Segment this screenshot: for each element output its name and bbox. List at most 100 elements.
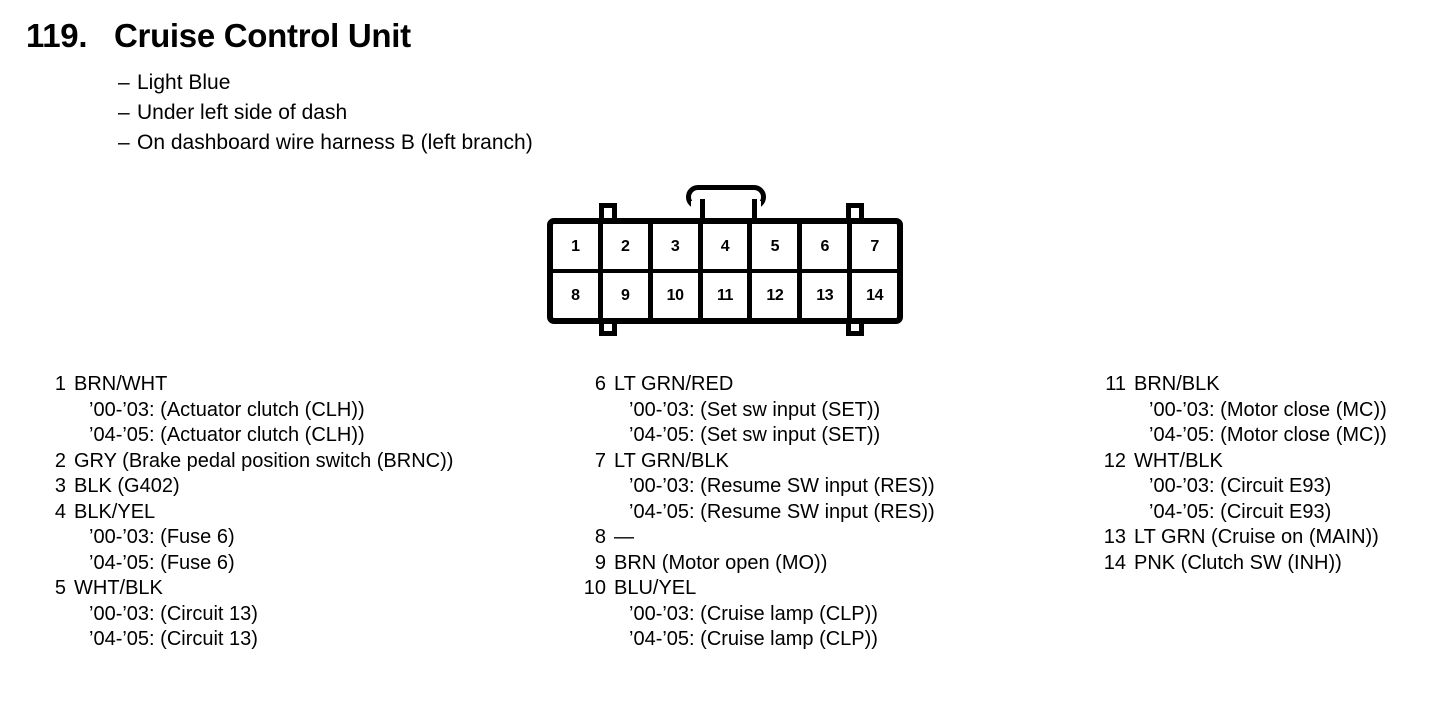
pin-number: 7 <box>594 449 606 472</box>
note-text: On dashboard wire harness B (left branch… <box>137 131 533 154</box>
tab-mask-top-right <box>851 213 859 220</box>
pin-number: 12 <box>1103 449 1126 472</box>
pin-entry: 7 LT GRN/BLK ’00-’03: (Resume SW input (RE… <box>580 449 1100 526</box>
pin-year-note: ’00-’03: (Circuit 13) <box>89 602 258 625</box>
pin-wire-label: BRN (Motor open (MO)) <box>614 551 828 574</box>
connector-pin-cell: 2 <box>603 224 653 269</box>
pin-entry-main: 11 BRN/BLK <box>1100 372 1440 398</box>
pin-entry-main: 13 LT GRN (Cruise on (MAIN)) <box>1100 525 1440 551</box>
connector-pin-cell: 14 <box>866 286 884 304</box>
pin-number: 3 <box>54 475 66 497</box>
pin-entry: 5 WHT/BLK ’00-’03: (Circuit 13) ’04-’05: (C… <box>40 576 560 653</box>
pin-number: 9 <box>594 551 606 574</box>
connector-pin-cell: 13 <box>802 273 853 318</box>
pin-entry: 1 BRN/WHT ’00-’03: (Actuator clutch (CLH))… <box>40 372 560 449</box>
pin-year-note: ’00-’03: (Resume SW input (RES)) <box>629 475 935 497</box>
pin-year-note: ’04-’05: (Fuse 6) <box>89 551 235 574</box>
section-number: 119. <box>26 17 88 54</box>
connector-pin-cell: 1 <box>553 224 603 269</box>
connector-pin-cell: 8 <box>553 273 603 318</box>
pin-number: 5 <box>54 577 66 599</box>
pin-number: 1 <box>54 373 66 395</box>
connector-pin-cell: 12 <box>752 273 803 318</box>
pin-year-note: ’04-’05: (Resume SW input (RES)) <box>629 500 935 523</box>
pin-year-note: ’04-’05: (Motor close (MC)) <box>1149 424 1387 446</box>
tab-mask-top-left <box>604 213 612 220</box>
connector-pin-cell: 11 <box>703 273 753 318</box>
pin-entry-main: 2 GRY (Brake pedal position switch (BRNC)… <box>40 449 560 475</box>
pin-year-note: ’04-’05: (Set sw input (SET)) <box>629 424 881 446</box>
pin-wire-label: LT GRN/RED <box>614 373 734 395</box>
connector-pin-cell: 5 <box>752 224 803 269</box>
latch-leg-left <box>700 199 705 221</box>
pin-entry-main: 10 BLU/YEL <box>580 576 1100 602</box>
pin-entry-main: 6 LT GRN/RED <box>580 372 1100 398</box>
note-text: Light Blue <box>137 71 231 94</box>
latch-leg-right <box>752 199 757 221</box>
pin-entry: 10 BLU/YEL ’00-’03: (Cruise lamp (CLP)) ’04… <box>580 576 1100 653</box>
pin-number: 8 <box>594 526 606 548</box>
page-title: 119.Cruise Control Unit <box>26 16 411 56</box>
connector-pin-cell: 9 <box>603 273 653 318</box>
notes-list: –Light Blue–Under left side of dash–On d… <box>118 68 533 158</box>
pin-wire-label: WHT/BLK <box>1134 449 1223 472</box>
connector-pin-cell: 6 <box>802 224 853 269</box>
pin-entry-main: 1 BRN/WHT <box>40 372 560 398</box>
pin-number: 13 <box>1103 526 1126 548</box>
note-dash-icon: – <box>118 71 130 94</box>
pin-wire-label: BRN/BLK <box>1134 373 1220 395</box>
note-item: –On dashboard wire harness B (left branc… <box>118 128 533 158</box>
pin-year-note: ’00-’03: (Circuit E93) <box>1149 475 1332 497</box>
pin-wire-label: BLK (G402) <box>74 475 180 497</box>
pin-number: 2 <box>54 449 66 472</box>
pin-legend-column-1: 1 BRN/WHT ’00-’03: (Actuator clutch (CLH))… <box>40 372 560 653</box>
pin-entry: 12 WHT/BLK ’00-’03: (Circuit E93) ’04-’05: … <box>1100 449 1440 526</box>
pin-entry-main: 5 WHT/BLK <box>40 576 560 602</box>
note-item: –Under left side of dash <box>118 98 533 128</box>
pin-entry-main: 8— <box>580 525 1100 551</box>
pin-entry: 3 BLK (G402) <box>40 474 560 500</box>
pin-year-note: ’04-’05: (Cruise lamp (CLP)) <box>629 628 878 650</box>
pin-wire-label: BLK/YEL <box>74 500 156 523</box>
pin-year-note: ’04-’05: (Actuator clutch (CLH)) <box>89 424 365 446</box>
pin-year-note: ’00-’03: (Actuator clutch (CLH)) <box>89 398 365 421</box>
note-item: –Light Blue <box>118 68 533 98</box>
pin-number: 6 <box>594 373 606 395</box>
connector-pin-cell: 7 <box>870 237 879 255</box>
pin-wire-label: LT GRN/BLK <box>614 449 729 472</box>
pin-entry: 2 GRY (Brake pedal position switch (BRNC)… <box>40 449 560 475</box>
pin-year-note: ’04-’05: (Circuit E93) <box>1149 500 1332 523</box>
pin-number: 4 <box>54 500 66 523</box>
pin-entry-main: 4 BLK/YEL <box>40 500 560 526</box>
pin-wire-label: WHT/BLK <box>74 577 163 599</box>
pin-wire-label: BRN/WHT <box>74 373 168 395</box>
pin-year-note: ’00-’03: (Cruise lamp (CLP)) <box>629 602 878 625</box>
latch-cover <box>691 201 761 221</box>
connector-pin-cell: 10 <box>653 273 703 318</box>
pin-entry: 9 BRN (Motor open (MO)) <box>580 551 1100 577</box>
note-text: Under left side of dash <box>137 101 348 124</box>
pin-wire-label: BLU/YEL <box>614 577 697 599</box>
pin-entry-main: 7 LT GRN/BLK <box>580 449 1100 475</box>
pin-wire-label: GRY (Brake pedal position switch (BRNC)) <box>74 449 454 472</box>
pin-number: 10 <box>583 577 606 599</box>
pin-entry-main: 9 BRN (Motor open (MO)) <box>580 551 1100 577</box>
connector-pin-cell: 3 <box>653 224 703 269</box>
connector-pin-cell: 4 <box>703 224 753 269</box>
pin-entry: 13 LT GRN (Cruise on (MAIN)) <box>1100 525 1440 551</box>
pin-wire-label: LT GRN (Cruise on (MAIN)) <box>1134 526 1379 548</box>
note-dash-icon: – <box>118 131 130 154</box>
pin-year-note: ’04-’05: (Circuit 13) <box>89 628 258 650</box>
pin-number: 11 <box>1105 373 1126 395</box>
pin-entry: 8— <box>580 525 1100 551</box>
